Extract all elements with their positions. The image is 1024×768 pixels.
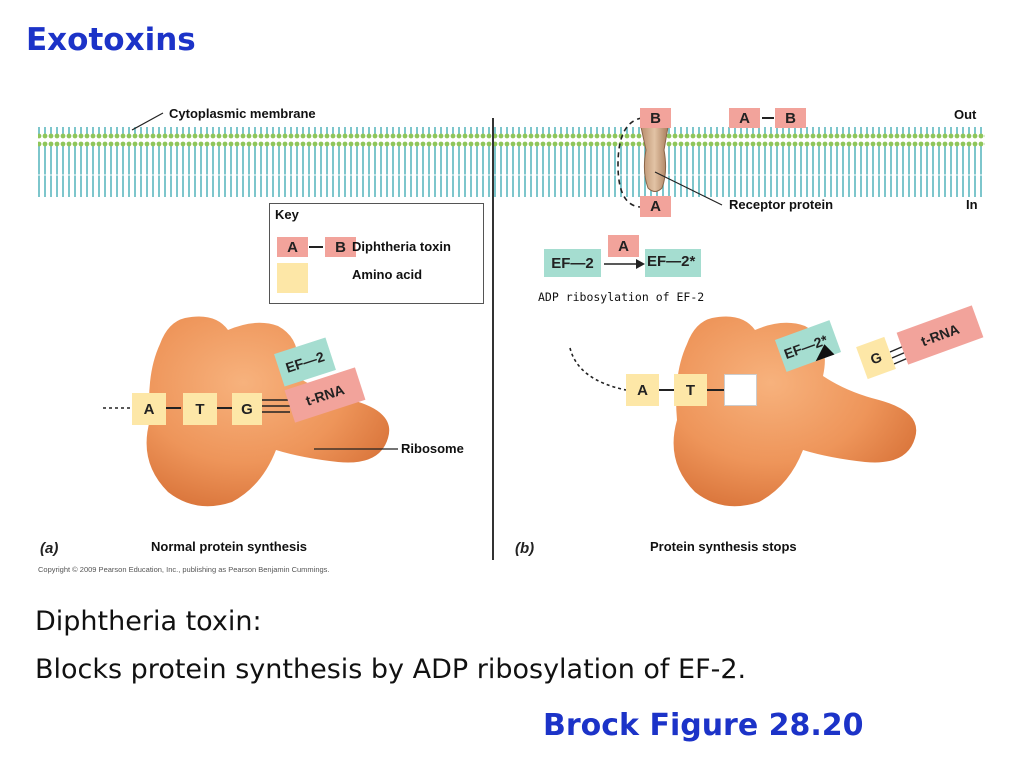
figure-credit: Brock Figure 28.20: [543, 708, 864, 743]
cytoplasmic-membrane: [38, 127, 985, 197]
key-toxin-a: A: [277, 237, 308, 257]
panel-b-caption: Protein synthesis stops: [650, 539, 797, 554]
amino-b-1: A: [626, 374, 659, 406]
translocation-path: [617, 117, 643, 208]
reaction-label: ADP ribosylation of EF-2: [538, 290, 705, 304]
panel-a-caption: Normal protein synthesis: [151, 539, 308, 554]
key-amino-label: Amino acid: [352, 267, 423, 282]
trna-a: [284, 367, 366, 423]
reaction-a: A: [608, 235, 639, 257]
ef2-star-b: [774, 320, 842, 372]
key-toxin-label: Diphtheria toxin: [352, 239, 451, 254]
trna-b: [896, 305, 984, 365]
key-toxin-b: B: [325, 237, 356, 257]
copyright: Copyright © 2009 Pearson Education, Inc.…: [38, 565, 330, 574]
ef2-a: [274, 337, 336, 387]
reaction-ef2: EF—2: [544, 249, 601, 277]
inner-a-box: A: [640, 196, 671, 217]
key-toxin-link: [309, 246, 323, 248]
empty-amino-slot: [724, 374, 757, 406]
free-a-box: A: [729, 108, 760, 128]
receptor-pointer-line: [654, 171, 723, 206]
ribosome-b: [673, 316, 917, 507]
receptor-label: Receptor protein: [729, 197, 834, 212]
amino-g-b: [856, 336, 896, 380]
out-label: Out: [954, 107, 977, 122]
body-line-1: Diphtheria toxin:: [35, 606, 262, 637]
panel-a-letter: (a): [40, 540, 59, 557]
reaction-ef2-star: EF—2*: [645, 249, 701, 277]
in-label: In: [966, 197, 978, 212]
free-b-box: B: [775, 108, 806, 128]
ribosome-label: Ribosome: [401, 441, 464, 456]
membrane-pointer-line: [131, 112, 164, 131]
amino-b-2: T: [674, 374, 707, 406]
slide-title: Exotoxins: [26, 22, 196, 58]
panel-b-letter: (b): [515, 540, 535, 557]
receptor-b-box: B: [640, 108, 671, 128]
key-amino-swatch: [277, 263, 308, 293]
chain-dots-b: [569, 347, 627, 391]
key-title: Key: [275, 207, 299, 222]
amino-a-1: A: [132, 393, 166, 425]
amino-a-2: T: [183, 393, 217, 425]
membrane-label: Cytoplasmic membrane: [169, 106, 316, 121]
amino-a-3: G: [232, 393, 262, 425]
body-line-2: Blocks protein synthesis by ADP ribosyla…: [35, 654, 747, 685]
figure-graphics: [38, 112, 985, 560]
